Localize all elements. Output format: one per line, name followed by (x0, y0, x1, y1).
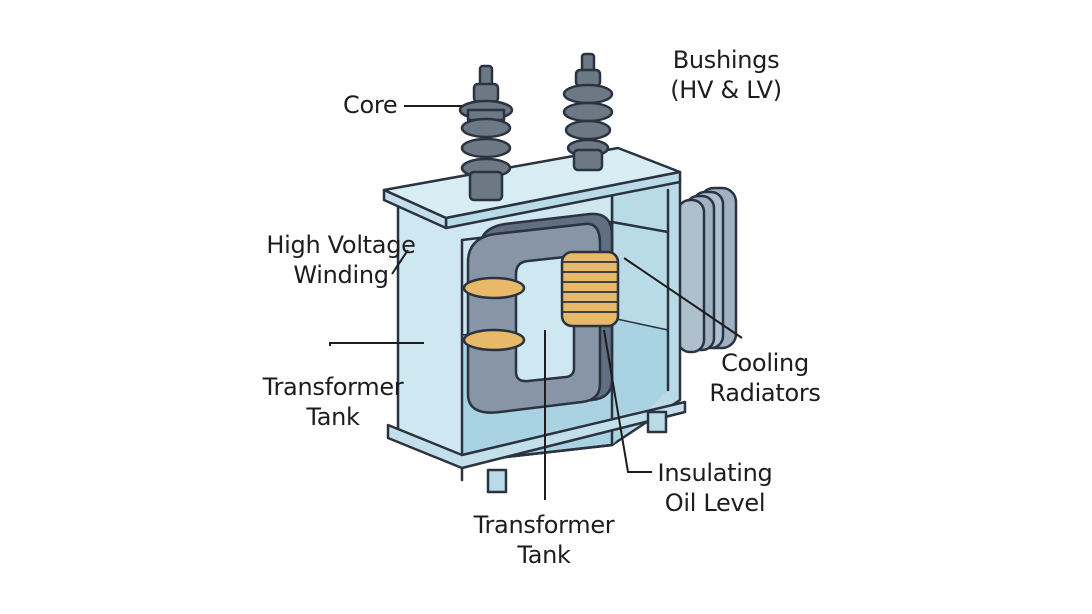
coil-winding (560, 250, 620, 328)
right-bushing (562, 52, 614, 172)
oil-leader (603, 329, 652, 473)
leader-lines (329, 105, 743, 500)
base-foot-left (486, 468, 508, 494)
base-foot-right (646, 410, 668, 434)
label-transformer-tank-left: Transformer Tank (262, 373, 404, 431)
label-bushings: Bushings (HV & LV) (670, 46, 782, 104)
left-winding (462, 276, 526, 352)
label-transformer-tank-bottom: Transformer Tank (473, 511, 615, 569)
label-cooling-radiators: Cooling Radiators (709, 349, 821, 407)
left-bushing (458, 64, 514, 202)
label-high-voltage-winding: High Voltage Winding (266, 231, 416, 289)
label-core: Core (343, 91, 398, 119)
label-insulating-oil-level: Insulating Oil Level (657, 459, 773, 517)
cooling-leader (623, 257, 743, 339)
tank-base (386, 400, 687, 470)
tank-left-leader (329, 342, 424, 346)
hv-winding-leader (391, 249, 409, 275)
